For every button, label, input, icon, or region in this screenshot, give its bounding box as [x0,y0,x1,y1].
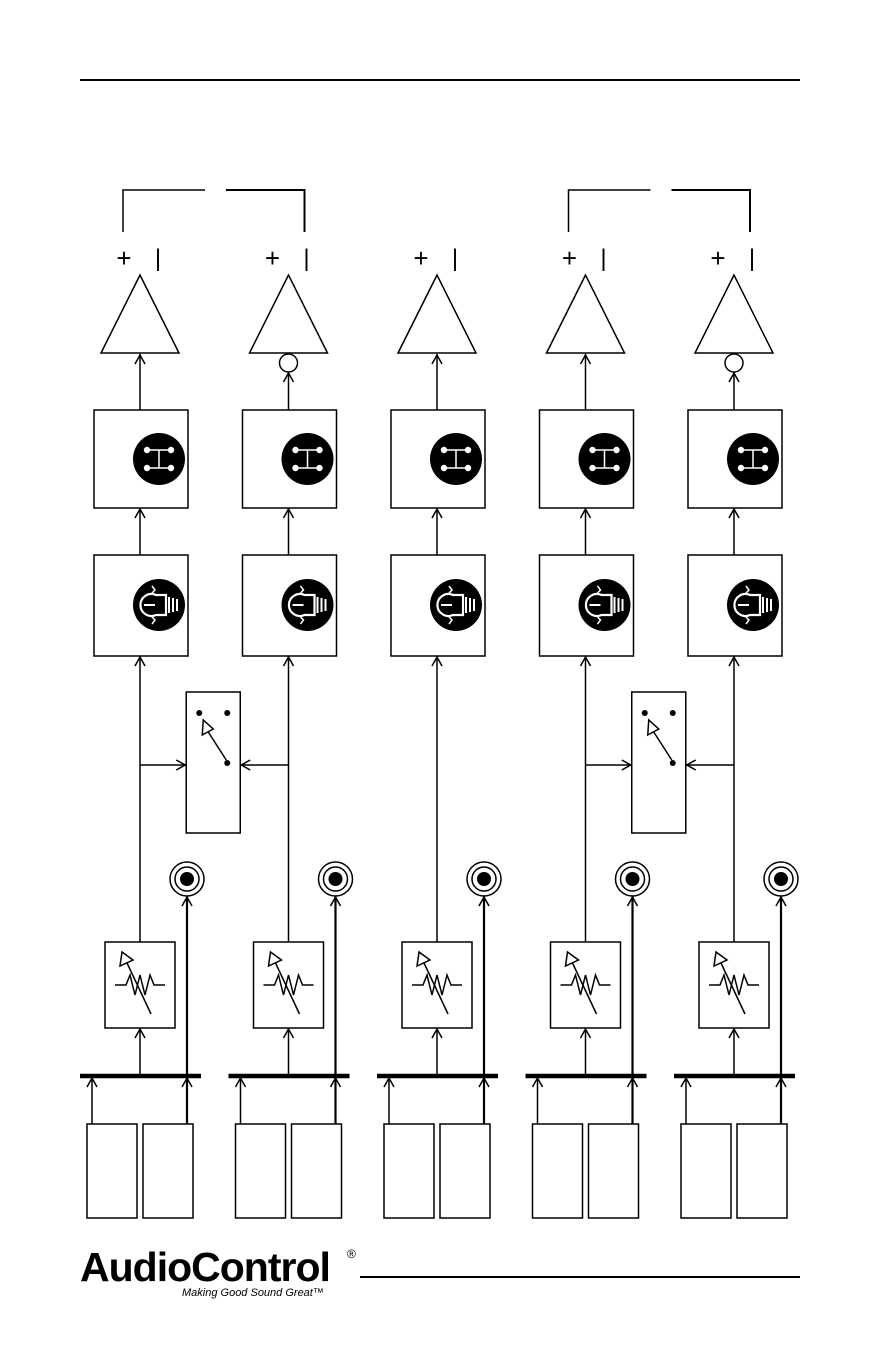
bridge-right-bracket [672,190,751,232]
crossover-icon-node [168,465,174,471]
input-source-box [87,1124,137,1218]
crossover-icon-node [589,447,595,453]
input-selector-switch [140,692,289,833]
rca-output-jack [616,862,650,896]
channel-2: +| [229,243,353,1218]
crossover-icon-node [144,447,150,453]
bulb-icon [579,579,631,631]
input-source-box [236,1124,286,1218]
channel-5: +| [674,243,798,1218]
bulb-icon [133,579,185,631]
input-source-box [292,1124,342,1218]
selector-pivot [670,760,676,766]
crossover-icon-node [465,465,471,471]
rca-jack-center-pin [180,872,194,886]
selector-pivot [224,760,230,766]
selector-switch-body [632,692,686,833]
selector-switch-body [186,692,240,833]
crossover-icon-node [441,465,447,471]
selector-contact [196,710,202,716]
crossover-icon-node [613,465,619,471]
channel-4: +| [526,243,650,1218]
logo-wordmark: AudioControl [80,1245,330,1289]
crossover-icon-node [168,447,174,453]
terminal-negative-label: | [452,245,458,272]
bulb-icon [727,579,779,631]
rca-output-jack [170,862,204,896]
rca-output-jack [319,862,353,896]
crossover-icon [133,433,185,485]
terminal-positive-label: + [265,243,280,273]
amplifier-triangle [695,275,773,353]
terminal-negative-label: | [600,245,606,272]
bulb-icon [282,579,334,631]
logo-registered-mark: ® [347,1247,356,1261]
bridge-right-bracket [226,190,305,232]
input-source-box [143,1124,193,1218]
crossover-icon-node [144,465,150,471]
terminal-positive-label: + [562,243,577,273]
terminal-negative-label: | [155,245,161,272]
crossover-icon-node [589,465,595,471]
crossover-icon-node [738,447,744,453]
channel-1: +| [80,243,204,1218]
crossover-icon-node [738,465,744,471]
terminal-positive-label: + [413,243,428,273]
bridge-left-bracket [569,190,651,232]
input-source-box [533,1124,583,1218]
crossover-icon [579,433,631,485]
bridge-left-bracket [123,190,205,232]
inverter-bubble [280,354,298,372]
crossover-icon-node [292,465,298,471]
amplifier-triangle [250,275,328,353]
bridge-connectors [123,190,750,232]
rca-jack-center-pin [626,872,640,886]
input-source-box [440,1124,490,1218]
bridge-connector [569,190,751,232]
input-selector-switch [586,692,735,833]
crossover-icon-node [465,447,471,453]
channel-3: +| [377,243,501,1218]
crossover-icon [282,433,334,485]
selector-contact [642,710,648,716]
input-source-box [681,1124,731,1218]
crossover-icon-node [613,447,619,453]
selector-contact [670,710,676,716]
selector-contact [224,710,230,716]
crossover-icon-node [292,447,298,453]
crossover-icon-node [441,447,447,453]
crossover-icon [430,433,482,485]
rca-output-jack [764,862,798,896]
amplifier-triangle [547,275,625,353]
rca-jack-center-pin [477,872,491,886]
rca-output-jack [467,862,501,896]
amplifier-triangle [398,275,476,353]
logo-tagline: Making Good Sound Great™ [182,1287,324,1299]
terminal-positive-label: + [710,243,725,273]
crossover-icon-node [316,447,322,453]
bridge-connector [123,190,305,232]
input-source-box [384,1124,434,1218]
crossover-icon [727,433,779,485]
crossover-icon-node [762,447,768,453]
inverter-bubble [725,354,743,372]
terminal-negative-label: | [749,245,755,272]
terminal-negative-label: | [303,245,309,272]
rca-jack-center-pin [329,872,343,886]
crossover-icon-node [762,465,768,471]
crossover-icon-node [316,465,322,471]
input-source-box [589,1124,639,1218]
terminal-positive-label: + [116,243,131,273]
audiocontrol-logo: AudioControl ® Making Good Sound Great™ [80,1245,360,1305]
bulb-icon [430,579,482,631]
amplifier-triangle [101,275,179,353]
rca-jack-center-pin [774,872,788,886]
input-source-box [737,1124,787,1218]
